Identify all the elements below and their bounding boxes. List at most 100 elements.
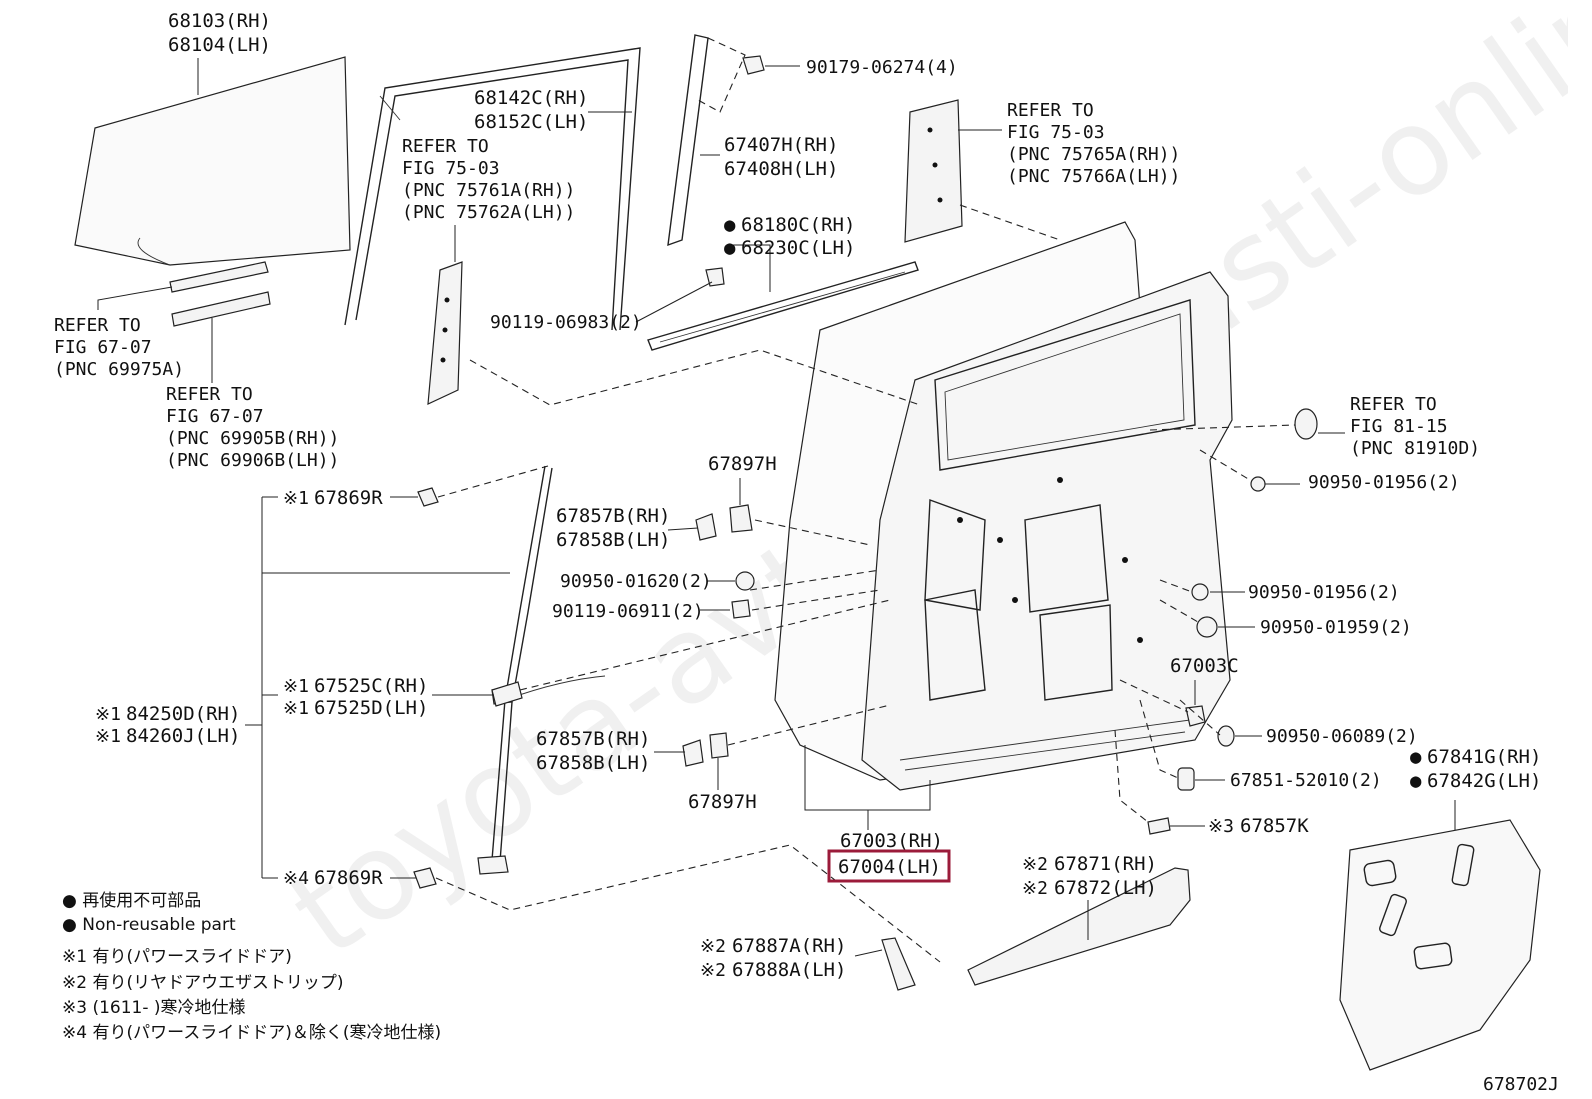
weatherstrip-67887a-icon[interactable] bbox=[881, 937, 916, 991]
label-67408h[interactable]: 67408H(LH) bbox=[724, 158, 838, 180]
belt-molding-strip-lower[interactable] bbox=[171, 291, 271, 327]
legend-note-4: ※4 有り(パワースライドドア)＆除く(寒冷地仕様) bbox=[62, 1023, 441, 1043]
label-90950-06089[interactable]: 90950-06089(2) bbox=[1266, 726, 1418, 747]
door-weatherstrip-outer-part[interactable] bbox=[647, 261, 919, 351]
slide-door-panel-part[interactable] bbox=[774, 221, 1233, 791]
label-67851[interactable]: 67851-52010(2) bbox=[1230, 770, 1382, 791]
label-67858b-top[interactable]: 67858B(LH) bbox=[556, 529, 670, 551]
label-90950-01956-b[interactable]: 90950-01956(2) bbox=[1248, 582, 1400, 603]
label-84260j[interactable]: 84260J(LH) bbox=[126, 725, 240, 747]
ref-7503b-line1: REFER TO bbox=[1007, 100, 1094, 121]
label-90950-01620[interactable]: 90950-01620(2) bbox=[560, 571, 712, 592]
ref-6707b-line1: REFER TO bbox=[166, 384, 253, 405]
legend-nonreuse-jp: ● 再使用不可部品 bbox=[62, 890, 201, 911]
label-67887a[interactable]: 67887A(RH) bbox=[732, 935, 846, 957]
pillar-garnish-left-part[interactable] bbox=[427, 261, 463, 405]
handle-cover-bottom-icon[interactable] bbox=[709, 732, 729, 759]
ref-6707b-line3: (PNC 69905B(RH)) bbox=[166, 428, 339, 449]
cap-67857b-top-icon[interactable] bbox=[695, 513, 717, 541]
pillar-garnish-right-part[interactable] bbox=[904, 99, 963, 243]
label-68103[interactable]: 68103(RH) bbox=[168, 10, 271, 32]
label-67003c[interactable]: 67003C bbox=[1170, 655, 1239, 677]
cap-67857b-bottom-icon[interactable] bbox=[682, 739, 704, 767]
ref-8115-line2[interactable]: FIG 81-15 bbox=[1350, 416, 1448, 437]
label-67888a[interactable]: 67888A(LH) bbox=[732, 959, 846, 981]
ref-7503a-line2[interactable]: FIG 75-03 bbox=[402, 158, 500, 179]
ref-7503b-line3: (PNC 75765A(RH)) bbox=[1007, 144, 1180, 165]
mark-67857k: ※3 bbox=[1208, 816, 1234, 837]
ref-6707a-line2[interactable]: FIG 67-07 bbox=[54, 337, 152, 358]
door-glass-part[interactable] bbox=[74, 56, 351, 266]
plug-81910d-icon[interactable] bbox=[1294, 408, 1318, 440]
rear-door-weatherstrip-part[interactable] bbox=[967, 867, 1191, 986]
label-67858b-bottom[interactable]: 67858B(LH) bbox=[536, 752, 650, 774]
screw-90119-06983-icon[interactable] bbox=[705, 267, 725, 287]
nut-90950-01620-icon[interactable] bbox=[735, 571, 755, 591]
mark-67525d: ※1 bbox=[283, 698, 309, 719]
label-67857b-bottom[interactable]: 67857B(RH) bbox=[536, 728, 650, 750]
plug-90950-06089-icon[interactable] bbox=[1217, 725, 1235, 747]
label-90119-06911[interactable]: 90119-06911(2) bbox=[552, 601, 704, 622]
clip-90179-icon[interactable] bbox=[742, 55, 765, 75]
label-67871[interactable]: 67871(RH) bbox=[1054, 853, 1157, 875]
label-67869r-bottom[interactable]: 67869R bbox=[314, 867, 383, 889]
label-67407h[interactable]: 67407H(RH) bbox=[724, 134, 838, 156]
clip-67869r-bottom-icon[interactable] bbox=[413, 867, 437, 889]
label-67869r-top[interactable]: 67869R bbox=[314, 487, 383, 509]
clip-67851-icon[interactable] bbox=[1177, 767, 1195, 791]
ref-8115-line1: REFER TO bbox=[1350, 394, 1437, 415]
label-67525d[interactable]: 67525D(LH) bbox=[314, 697, 428, 719]
glass-run-channel-part[interactable] bbox=[344, 47, 641, 331]
grommet-90950-01956-a-icon[interactable] bbox=[1250, 476, 1266, 492]
clip-67869r-top-icon[interactable] bbox=[417, 487, 439, 507]
belt-molding-strip-upper[interactable] bbox=[169, 261, 269, 293]
label-67841g[interactable]: 67841G(RH) bbox=[1427, 746, 1541, 768]
ref-7503a-line1: REFER TO bbox=[402, 136, 489, 157]
label-68230c[interactable]: 68230C(LH) bbox=[741, 237, 855, 259]
label-68142c[interactable]: 68142C(RH) bbox=[474, 87, 588, 109]
label-90950-01959[interactable]: 90950-01959(2) bbox=[1260, 617, 1412, 638]
legend-note-1: ※1 有り(パワースライドドア) bbox=[62, 947, 292, 967]
leader-lines bbox=[97, 58, 1456, 957]
door-inner-trim-part[interactable] bbox=[1339, 819, 1541, 1071]
grommet-90950-01956-b-icon[interactable] bbox=[1191, 583, 1209, 601]
label-67857k[interactable]: 67857K bbox=[1240, 815, 1309, 837]
assembly-dashed-lines bbox=[435, 204, 1296, 963]
mark-67869r-top: ※1 bbox=[283, 488, 309, 509]
dot-68230c: ● bbox=[724, 237, 736, 259]
label-67897h-top[interactable]: 67897H bbox=[708, 453, 777, 475]
label-67004-highlighted[interactable]: 67004(LH) bbox=[838, 856, 941, 878]
mark-67887a: ※2 bbox=[700, 936, 726, 957]
label-67003[interactable]: 67003(RH) bbox=[840, 830, 943, 852]
label-90179[interactable]: 90179-06274(4) bbox=[806, 57, 958, 78]
mark-67525c: ※1 bbox=[283, 676, 309, 697]
dot-67841g: ● bbox=[1410, 746, 1422, 768]
ref-6707b-line2[interactable]: FIG 67-07 bbox=[166, 406, 264, 427]
handle-cover-top-icon[interactable] bbox=[729, 504, 753, 533]
ref-6707a-line3: (PNC 69975A) bbox=[54, 359, 184, 380]
label-67857b-top[interactable]: 67857B(RH) bbox=[556, 505, 670, 527]
clip-67857k-icon[interactable] bbox=[1147, 817, 1171, 835]
division-bar-part[interactable] bbox=[667, 34, 746, 247]
label-67872[interactable]: 67872(LH) bbox=[1054, 877, 1157, 899]
connector-67525c-icon[interactable] bbox=[491, 681, 523, 707]
label-68152c[interactable]: 68152C(LH) bbox=[474, 111, 588, 133]
label-67897h-bottom[interactable]: 67897H bbox=[688, 791, 757, 813]
mark-84250d: ※1 bbox=[95, 704, 121, 725]
label-68104[interactable]: 68104(LH) bbox=[168, 34, 271, 56]
part-labels: 68103(RH) 68104(LH) 68142C(RH) 68152C(LH… bbox=[54, 10, 1559, 1095]
label-84250d[interactable]: 84250D(RH) bbox=[126, 703, 240, 725]
label-90950-01956-a[interactable]: 90950-01956(2) bbox=[1308, 472, 1460, 493]
label-68180c[interactable]: 68180C(RH) bbox=[741, 214, 855, 236]
ref-7503b-line2[interactable]: FIG 75-03 bbox=[1007, 122, 1105, 143]
label-67842g[interactable]: 67842G(LH) bbox=[1427, 770, 1541, 792]
label-90119-06983[interactable]: 90119-06983(2) bbox=[490, 312, 642, 333]
dot-68180c: ● bbox=[724, 214, 736, 236]
stopper-67003c-icon[interactable] bbox=[1185, 705, 1206, 727]
diagram-id: 678702J bbox=[1483, 1074, 1559, 1095]
bolt-90119-06911-icon[interactable] bbox=[731, 599, 751, 619]
ref-7503a-line3: (PNC 75761A(RH)) bbox=[402, 180, 575, 201]
grommet-90950-01959-icon[interactable] bbox=[1196, 616, 1218, 638]
label-67525c[interactable]: 67525C(RH) bbox=[314, 675, 428, 697]
